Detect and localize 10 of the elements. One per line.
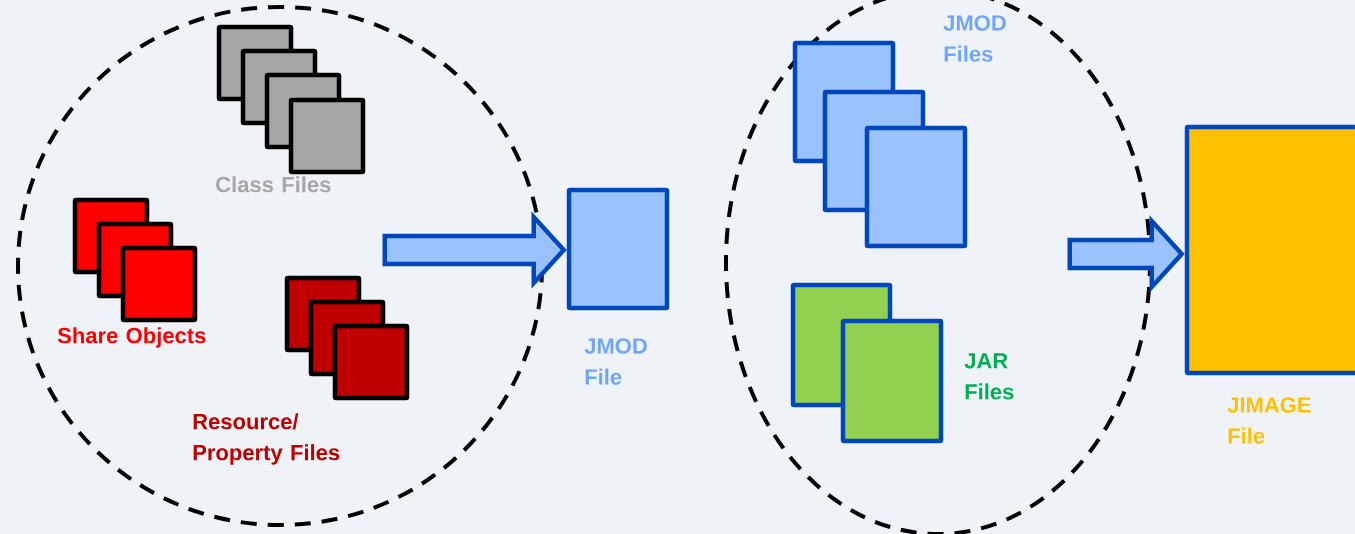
- file-label: JAR Files: [964, 353, 1014, 400]
- file-label: JIMAGE File: [1227, 397, 1311, 444]
- dashed-ellipse: [16, 5, 544, 527]
- file-label: Resource/ Property Files: [193, 413, 340, 465]
- file-label: JMOD File: [584, 338, 647, 385]
- file-label: JMOD Files: [943, 15, 1006, 62]
- block-arrow: [1067, 215, 1185, 293]
- file-label: Class Files: [216, 176, 331, 193]
- file-label: Share Objects: [57, 327, 206, 348]
- block-arrow: [382, 211, 567, 289]
